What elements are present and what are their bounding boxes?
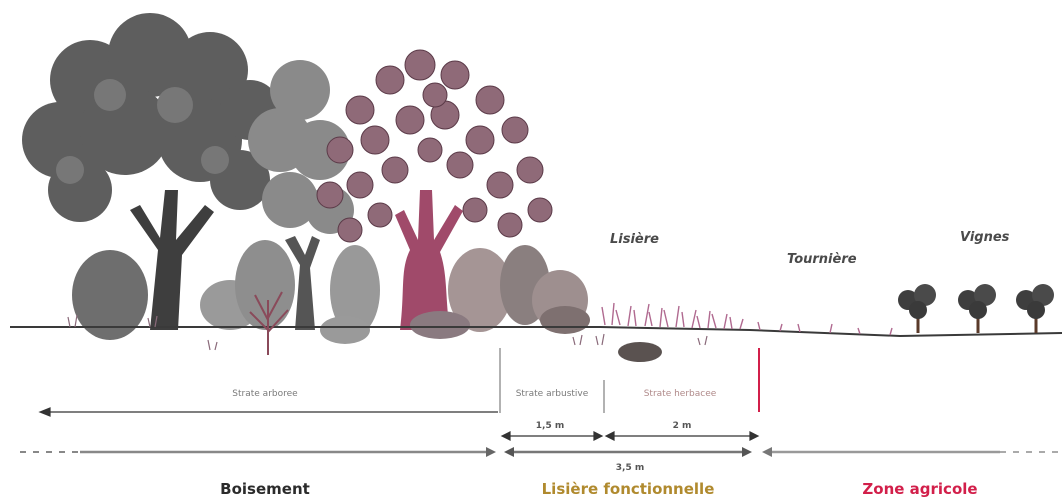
- strate-herbacee-label: Strate herbacee: [644, 389, 717, 399]
- zone-lisiere-fonctionnelle-label: Lisière fonctionnelle: [542, 480, 715, 498]
- label-vignes: Vignes: [960, 230, 1010, 245]
- strate-arboree-label: Strate arboree: [232, 389, 298, 399]
- strata-dividers: [500, 348, 604, 413]
- arbustive-width-label: 1,5 m: [536, 421, 564, 431]
- zone-boisement-label: Boisement: [220, 480, 310, 498]
- strate-arbustive-label: Strate arbustive: [516, 389, 589, 399]
- boisement-zone-arrow: [20, 447, 496, 457]
- zone-agricole-label: Zone agricole: [862, 480, 977, 498]
- vines-illustration: [898, 284, 1054, 333]
- herbacee-measure-arrow: [606, 432, 758, 440]
- herbacee-width-label: 2 m: [673, 421, 692, 431]
- shrubs-illustration: [72, 240, 590, 344]
- total-width-label: 3,5 m: [616, 463, 644, 473]
- arboree-arrow: [40, 408, 498, 416]
- arbustive-measure-arrow: [502, 432, 602, 440]
- agricole-zone-arrow: [762, 447, 1062, 457]
- label-tourniere: Tournière: [787, 252, 857, 267]
- label-lisiere: Lisière: [610, 232, 659, 247]
- tortoise-illustration: [618, 342, 662, 362]
- lisiere-zone-arrow: [504, 447, 752, 457]
